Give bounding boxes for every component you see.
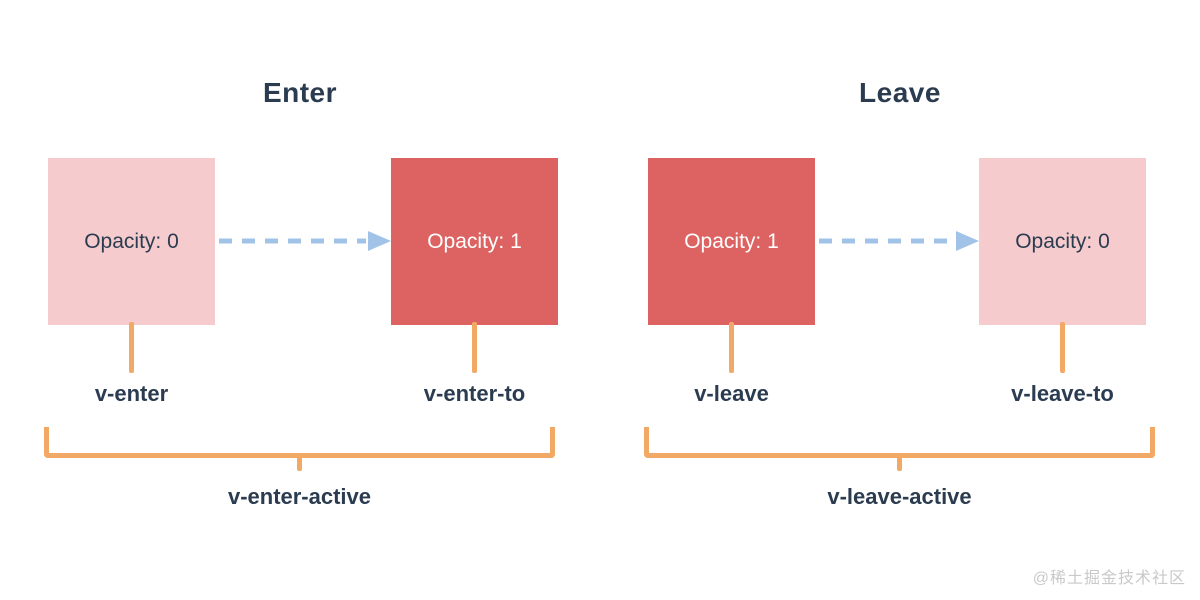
enter-active-class-label: v-enter-active: [227, 484, 372, 509]
enter-to-class-label: v-enter-to: [423, 381, 526, 406]
dashed-arrow-right-icon: [219, 228, 391, 254]
enter-from-connector-line: [129, 322, 134, 373]
enter-active-bracket: [44, 427, 555, 458]
enter-panel: Enter Opacity: 0 Opacity: 1 v-enter v-en…: [44, 77, 558, 509]
leave-panel-title: Leave: [859, 77, 941, 108]
enter-from-class-label: v-enter: [94, 381, 169, 406]
enter-to-connector-line: [472, 322, 477, 373]
leave-end-box: Opacity: 0: [979, 158, 1146, 325]
leave-active-bracket: [644, 427, 1155, 458]
enter-start-box-label: Opacity: 0: [84, 229, 179, 253]
leave-active-bracket-tick: [897, 457, 902, 471]
leave-end-box-label: Opacity: 0: [1015, 229, 1110, 253]
leave-start-box: Opacity: 1: [648, 158, 815, 325]
leave-from-connector-line: [729, 322, 734, 373]
leave-start-box-label: Opacity: 1: [684, 229, 779, 253]
watermark: @稀土掘金技术社区: [1032, 570, 1186, 587]
enter-end-box: Opacity: 1: [391, 158, 558, 325]
enter-start-box: Opacity: 0: [48, 158, 215, 325]
leave-to-connector-line: [1060, 322, 1065, 373]
leave-active-class-label: v-leave-active: [827, 484, 972, 509]
leave-to-class-label: v-leave-to: [1011, 381, 1114, 406]
enter-panel-title: Enter: [262, 77, 338, 108]
enter-active-bracket-tick: [297, 457, 302, 471]
leave-panel: Leave Opacity: 1 Opacity: 0 v-leave v-le…: [600, 0, 1200, 600]
enter-end-box-label: Opacity: 1: [427, 229, 522, 253]
dashed-arrow-right-icon: [819, 228, 979, 254]
leave-from-class-label: v-leave: [694, 381, 769, 406]
